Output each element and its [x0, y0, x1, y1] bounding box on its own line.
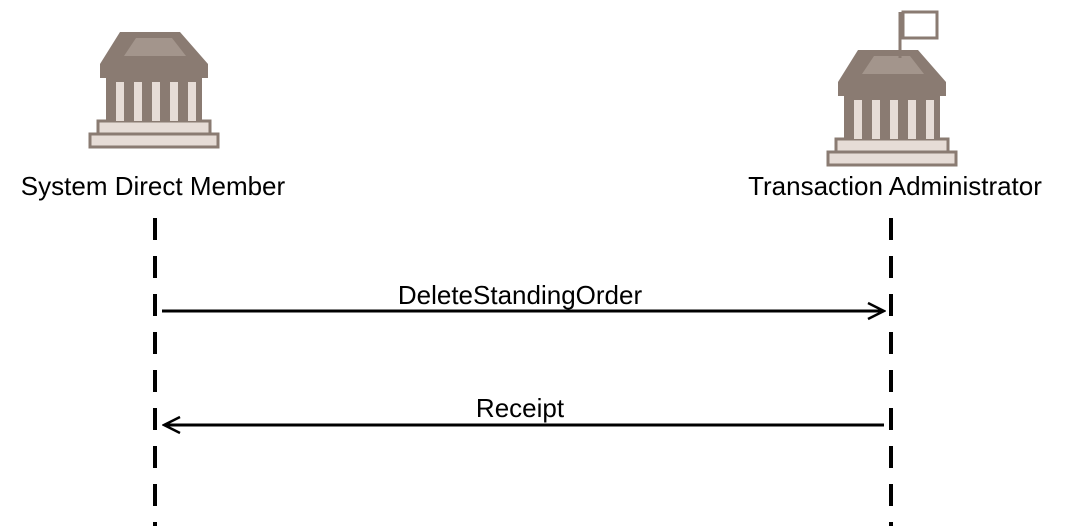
message-label-receipt: Receipt [475, 393, 565, 423]
message-label-request: DeleteStandingOrder [397, 280, 643, 310]
participant-label-right: Transaction Administrator [748, 171, 1042, 201]
participant-label-left: System Direct Member [20, 171, 286, 201]
bank-building-icon [88, 30, 220, 149]
flag-icon [898, 10, 939, 58]
bank-building-with-flag-icon [826, 48, 958, 167]
